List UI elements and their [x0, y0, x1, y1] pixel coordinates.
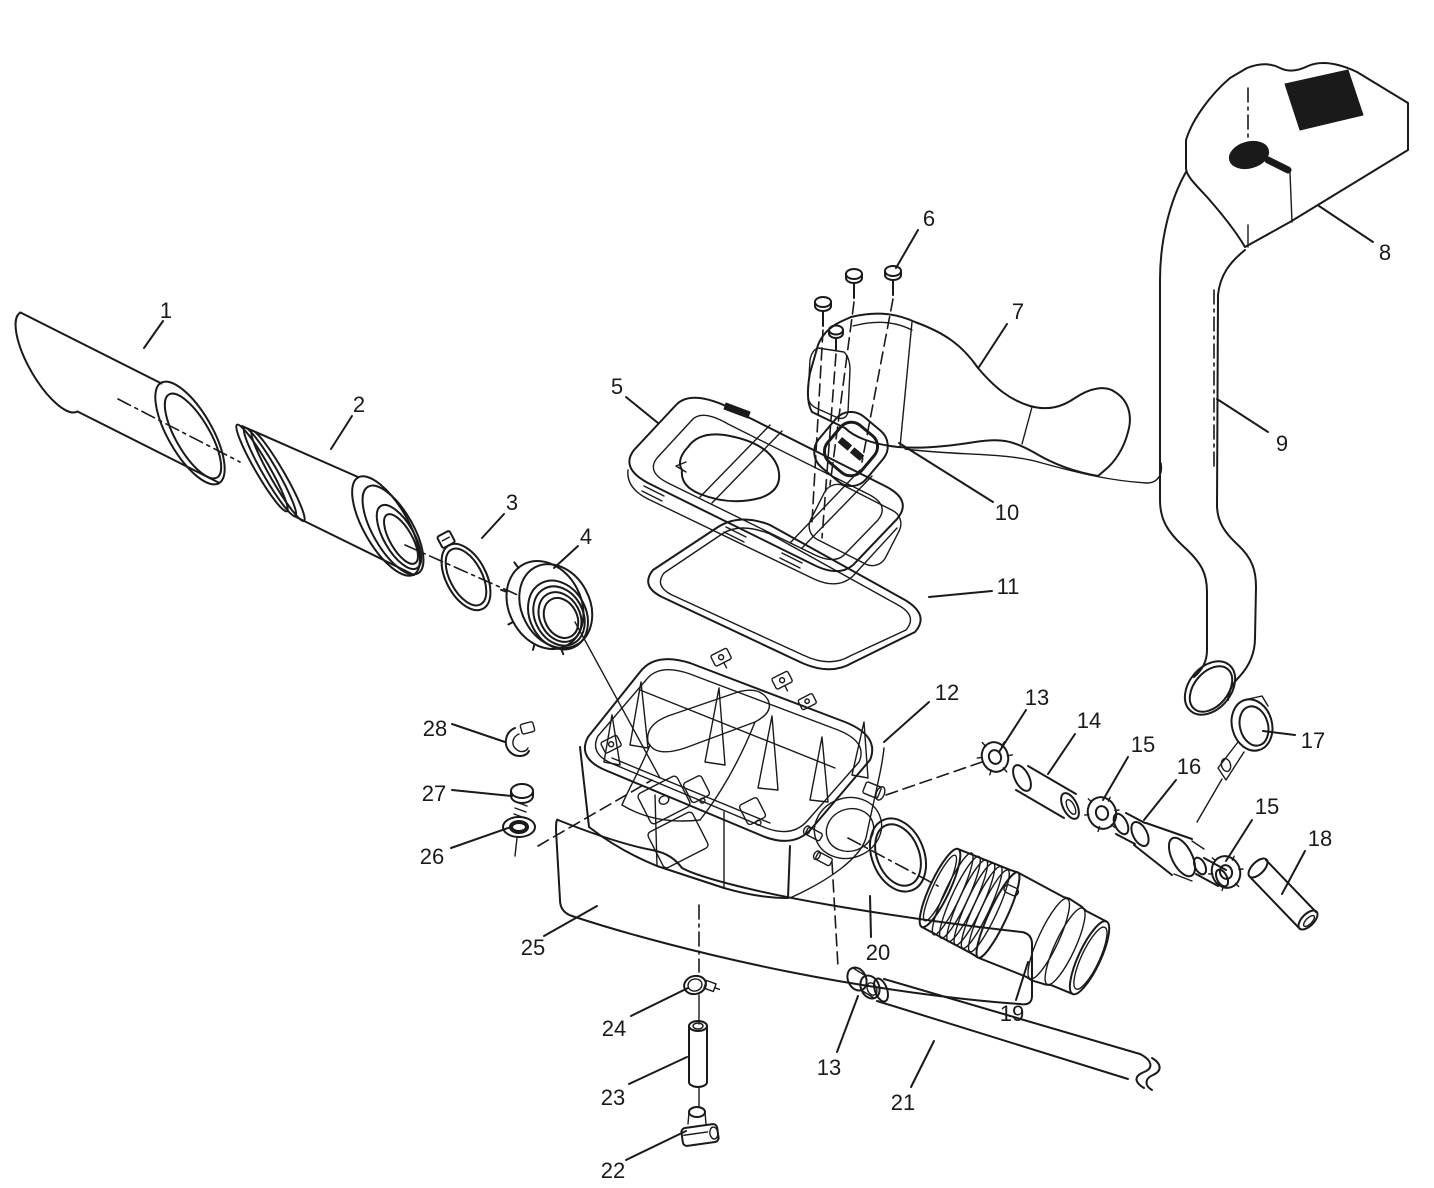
callout-label-20-20: 20	[866, 940, 890, 965]
part-18-vent-tube	[1247, 857, 1319, 931]
part-7-intake-duct	[806, 312, 1163, 484]
part-15-nut-left	[1083, 796, 1120, 833]
callout-leader-28-29	[451, 723, 506, 743]
part-14-vent-hose	[1012, 764, 1080, 820]
callout-label-21-21: 21	[891, 1090, 915, 1115]
callout-label-8-7: 8	[1379, 240, 1391, 265]
callout-label-13-22: 13	[817, 1055, 841, 1080]
callout-leader-15-14	[1102, 756, 1129, 801]
callout-label-13-12: 13	[1025, 685, 1049, 710]
part-13-grommet-lower	[846, 966, 881, 1000]
callout-label-5-4: 5	[611, 374, 623, 399]
callout-leader-13-22	[836, 995, 859, 1053]
callout-leader-12-11	[883, 701, 930, 743]
part-22-drain-valve	[680, 1106, 720, 1147]
callout-leader-21-21	[910, 1040, 935, 1088]
callout-label-16-15: 16	[1177, 754, 1201, 779]
part-24-clamp	[683, 974, 721, 996]
callout-label-24-25: 24	[602, 1016, 626, 1041]
callout-label-18-18: 18	[1308, 826, 1332, 851]
callout-leader-9-8	[1216, 398, 1269, 433]
part-4-ring-nut	[500, 560, 594, 656]
screw	[884, 265, 902, 296]
callout-label-14-13: 14	[1077, 708, 1101, 733]
part-8-intake-plenum	[1185, 62, 1409, 248]
part-5-airbox-cover	[627, 396, 904, 585]
part-16-fitting	[1112, 778, 1230, 888]
part-21-drain-hose	[873, 977, 1161, 1091]
callout-label-28-29: 28	[423, 716, 447, 741]
part-2-filter-element	[235, 423, 425, 577]
callout-leader-23-24	[628, 1056, 688, 1085]
assembly-axes	[117, 398, 983, 1107]
part-12-airbox-body	[579, 647, 886, 899]
callout-label-4-3: 4	[580, 524, 592, 549]
part-19-outlet-boot	[918, 847, 1111, 996]
callout-label-9-8: 9	[1276, 431, 1288, 456]
part-6-screws	[811, 265, 902, 539]
part-15-nut-right	[1207, 855, 1244, 892]
screw	[828, 324, 844, 351]
callout-leader-20-20	[869, 895, 872, 938]
callout-label-6-5: 6	[923, 206, 935, 231]
callout-leader-5-4	[625, 396, 659, 424]
callout-label-25-26: 25	[521, 935, 545, 960]
callout-label-23-24: 23	[601, 1085, 625, 1110]
screw	[814, 296, 832, 327]
callout-leader-4-3	[553, 545, 579, 569]
callout-label-7-6: 7	[1012, 299, 1024, 324]
callout-leader-19-19	[1015, 961, 1029, 1001]
callout-leader-3-2	[481, 513, 505, 539]
callout-label-3-2: 3	[506, 490, 518, 515]
part-23-drain-tube	[688, 1020, 708, 1088]
part-3-clamp	[436, 530, 492, 612]
callout-label-12-11: 12	[935, 680, 959, 705]
callout-leader-22-23	[625, 1130, 687, 1161]
callout-leader-7-6	[978, 323, 1008, 368]
callout-label-2-1: 2	[353, 392, 365, 417]
part-25-splash-shield	[555, 818, 1033, 1006]
callout-label-1-0: 1	[160, 298, 172, 323]
part-13-clamp-upper	[976, 741, 1014, 776]
callout-label-19-19: 19	[1000, 1001, 1024, 1026]
callout-label-27-28: 27	[422, 781, 446, 806]
callout-label-26-27: 26	[420, 844, 444, 869]
callout-leader-6-5	[895, 229, 919, 269]
part-26-washer	[502, 816, 536, 857]
callout-leader-10-9	[898, 442, 994, 503]
part-11-cover-seal	[647, 518, 922, 671]
callout-leader-1-0	[143, 320, 164, 349]
part-10-duct-gasket	[813, 410, 889, 488]
callout-leader-11-10	[928, 590, 993, 598]
part-9-snorkel-tube	[1159, 171, 1257, 716]
callout-leader-13-12	[998, 709, 1027, 753]
callout-leader-2-1	[330, 415, 353, 450]
callout-leader-18-18	[1281, 850, 1306, 895]
part-1-filter-cover	[14, 311, 226, 486]
callout-leader-27-28	[451, 789, 513, 797]
callout-label-15-14: 15	[1131, 732, 1155, 757]
callout-leader-14-13	[1047, 733, 1076, 775]
callout-label-15-17: 15	[1255, 794, 1279, 819]
part-28-clip	[504, 721, 536, 757]
callout-leader-16-15	[1143, 779, 1177, 821]
callout-leader-24-25	[630, 987, 689, 1017]
callout-leader-8-7	[1318, 205, 1374, 243]
callout-label-10-9: 10	[995, 500, 1019, 525]
callout-leader-15-17	[1225, 819, 1253, 862]
screw	[845, 268, 863, 299]
part-27-screw	[510, 783, 534, 819]
callout-leader-25-26	[543, 905, 598, 937]
callout-label-11-10: 11	[997, 574, 1020, 599]
part-17-hose-clamp	[1217, 695, 1274, 781]
callout-label-22-23: 22	[601, 1158, 625, 1183]
callout-label-17-16: 17	[1301, 728, 1325, 753]
callout-leader-17-16	[1262, 730, 1296, 736]
part-20-o-ring	[869, 817, 927, 893]
callout-leader-26-27	[450, 826, 512, 849]
